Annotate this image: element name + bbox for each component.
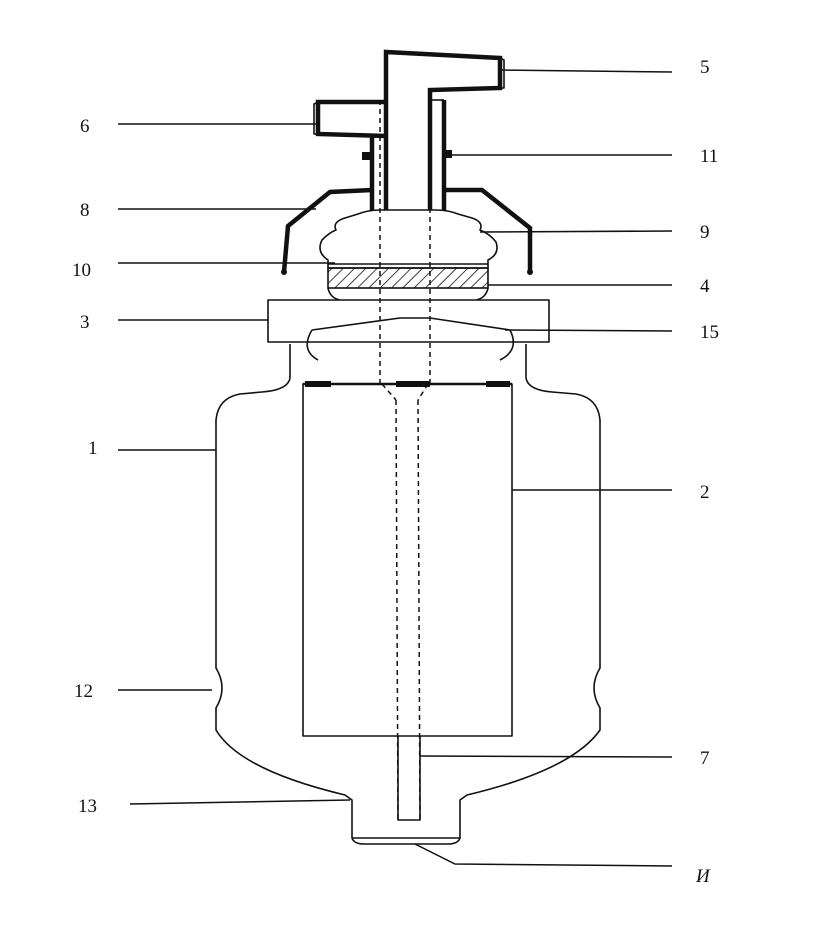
bowl [215, 344, 601, 845]
label-4: 4 [700, 276, 710, 297]
cap-right [444, 187, 533, 272]
bowl-left-wall [215, 377, 601, 839]
gasket-hatched [327, 267, 489, 289]
label-5: 5 [700, 57, 710, 78]
label-7: 7 [700, 748, 710, 769]
label-14: И [695, 866, 711, 887]
filter-element-body [302, 383, 513, 737]
nut-profile [319, 209, 498, 269]
flange-plate [267, 299, 550, 343]
gasket [327, 267, 489, 301]
label-12: 12 [74, 681, 93, 702]
label-3: 3 [80, 312, 90, 333]
valve-stub-right [444, 150, 452, 158]
filter-seal-right [486, 381, 510, 387]
flange-cone [306, 317, 515, 361]
leader-lines [118, 69, 673, 867]
filter-seal-center [396, 381, 430, 387]
filter-seal-left [305, 381, 331, 387]
label-8: 8 [80, 200, 90, 221]
inlet-port [315, 99, 387, 139]
valve-stub-left [362, 152, 372, 160]
label-1: 1 [88, 438, 98, 459]
part-labels: 5 6 11 8 9 10 4 3 15 1 2 12 7 13 И [72, 57, 719, 887]
label-2: 2 [700, 482, 710, 503]
nut-body [319, 209, 498, 269]
label-11: 11 [700, 146, 718, 167]
label-6: 6 [80, 116, 90, 137]
label-13: 13 [78, 796, 97, 817]
bowl-neck [289, 344, 527, 378]
label-10: 10 [72, 260, 91, 281]
label-15: 15 [700, 322, 719, 343]
center-tube [313, 49, 505, 821]
label-9: 9 [700, 222, 710, 243]
bowl-sump [351, 837, 461, 845]
filter-element [302, 381, 513, 737]
flange [267, 299, 550, 361]
drain-tube [397, 736, 421, 821]
